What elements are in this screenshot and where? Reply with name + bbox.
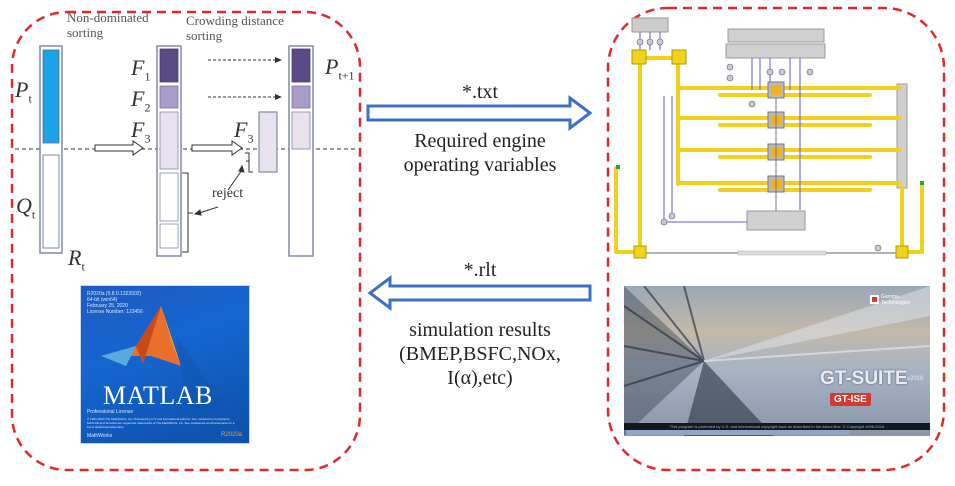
matlab-logo-text: MATLAB [103, 381, 213, 410]
label-qt: Qt [16, 193, 36, 222]
description-line: Required engine [414, 130, 546, 152]
engine-cylinders [767, 81, 785, 211]
hollow-arrow-1 [94, 140, 144, 156]
label-rt: Rt [68, 245, 85, 274]
front-f3-block [159, 111, 179, 170]
label-reject: reject [212, 186, 244, 201]
matlab-membrane-icon [101, 306, 249, 443]
matlab-splash-image: R2020a (9.8.0.1323502) 64-bit (win64) Fe… [80, 285, 250, 444]
version-line: February 25, 2020 [87, 303, 128, 309]
forward-arrow-description: Required engine operating variables [373, 129, 587, 177]
forward-arrow-top-label: *.txt [461, 81, 499, 103]
left-dashed-frame [10, 10, 362, 472]
gamma-technologies-brand: Gamma Technologies [881, 294, 910, 306]
matlab-vendor: MathWorks [87, 433, 113, 439]
gt-suite-version: v2016 [907, 376, 924, 382]
front-rejected-block-2 [159, 223, 179, 249]
f3-crowding-block [258, 111, 278, 173]
matlab-copyright: © 1984-2020 The MathWorks, Inc. Protecte… [87, 417, 235, 429]
next-f1-block [291, 48, 311, 83]
gt-suite-product-name: GT-SUITE [820, 368, 908, 389]
version-line: License Number: 123456 [87, 309, 143, 315]
forward-arrow [366, 95, 593, 131]
pt-block [42, 49, 60, 144]
brand-line: Gamma [881, 294, 899, 300]
dashed-arrow-f1 [208, 57, 282, 63]
next-population-column [288, 45, 314, 257]
label-f1: F1 [131, 55, 151, 84]
next-f2-block [291, 85, 311, 109]
label-f2: F2 [131, 86, 151, 115]
label-pt: Pt [15, 77, 32, 106]
version-line: 64-bit (win64) [87, 297, 118, 303]
hollow-arrow-2 [191, 140, 243, 156]
backward-arrow-top-label: *.rlt [463, 259, 497, 281]
description-line: operating variables [403, 154, 557, 176]
rt-column [39, 45, 63, 254]
gamma-technologies-logo-icon [870, 295, 879, 304]
description-line: simulation results [409, 319, 551, 341]
matlab-version-info: R2020a (9.8.0.1323502) 64-bit (win64) Fe… [87, 291, 143, 315]
caption-line: sorting [67, 25, 104, 40]
caption-crowding-distance-sorting: Crowding distance sorting [186, 13, 284, 43]
gt-ise-badge: GT-ISE [830, 393, 871, 406]
backward-arrow-description: simulation results (BMEP,BSFC,NOx, I(α),… [373, 318, 587, 390]
front-rejected-block-1 [159, 172, 179, 222]
caption-non-dominated-sorting: Non-dominated sorting [67, 10, 149, 40]
gt-suite-copyright-footer: This program is protected by U.S. and in… [624, 423, 930, 430]
reject-brace-large [182, 172, 193, 253]
sorted-fronts-column [156, 45, 182, 257]
label-f3: F3 [131, 117, 151, 146]
label-f3-crowding: F3 [234, 117, 254, 146]
engine-model-schematic [614, 17, 924, 259]
backward-arrow [367, 275, 592, 311]
caption-line: Non-dominated [67, 10, 149, 25]
front-f2-block [159, 85, 179, 109]
description-line: I(α),etc) [447, 367, 513, 389]
caption-line: sorting [186, 28, 223, 43]
version-line: R2020a (9.8.0.1323502) [87, 291, 142, 297]
next-f3-block [291, 111, 311, 150]
reject-pointers [193, 164, 245, 216]
front-f1-block [159, 48, 179, 83]
label-pt-plus-1: Pt+1 [325, 54, 355, 83]
right-dashed-frame [606, 6, 946, 472]
caption-line: Crowding distance [186, 13, 284, 28]
gt-suite-splash-image: Gamma Technologies GT-SUITE v2016 GT-ISE… [624, 286, 930, 436]
matlab-license-type: Professional License [87, 409, 134, 415]
qt-block [42, 154, 60, 249]
gt-suite-loading-bar [626, 430, 850, 435]
gt-tunnel-graphic [624, 286, 930, 436]
brand-line: Technologies [881, 300, 911, 306]
reject-brace-small [245, 152, 253, 173]
description-line: (BMEP,BSFC,NOx, [399, 343, 561, 365]
dashed-arrow-f2 [208, 94, 282, 100]
matlab-release: R2020a [221, 432, 243, 438]
